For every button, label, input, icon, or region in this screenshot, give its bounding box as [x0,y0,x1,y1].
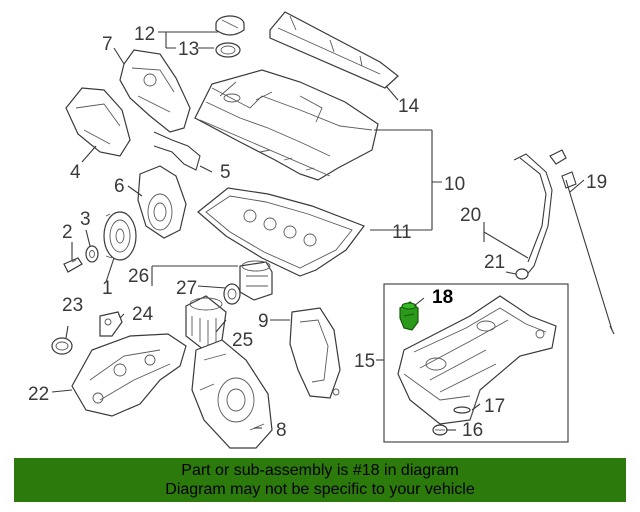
callout-20: 20 [460,205,481,226]
callout-23: 23 [62,295,83,316]
callout-11: 11 [392,222,412,243]
callout-10: 10 [444,174,465,195]
callout-18: 18 [432,287,453,308]
part-15-box [383,283,569,443]
callout-15: 15 [354,351,375,372]
callout-16: 16 [462,420,483,441]
callout-5: 5 [220,162,231,183]
callouts: 12 13 7 14 4 5 6 10 2 3 11 1 26 27 23 24… [28,24,607,441]
callout-24: 24 [132,304,154,325]
part-9-cover-plate [289,307,341,399]
callout-1: 1 [102,278,113,299]
part-24-bracket [99,311,123,337]
callout-3: 3 [80,209,91,230]
callout-12: 12 [134,24,155,45]
callout-8: 8 [276,420,287,441]
part-13-cap-seal [215,42,241,58]
part-15-oil-pan [397,295,557,425]
part-3-washer [85,245,99,263]
part-20-dipstick-tube [513,149,567,279]
callout-19: 19 [586,172,607,193]
part-19-dipstick [561,171,615,335]
part-6-rear-cover [137,165,187,239]
part-1-crank-pulley [103,211,137,261]
part-21-tube-seal [515,268,529,280]
part-16-drain-plug [432,424,448,436]
parts-diagram: 12 13 7 14 4 5 6 10 2 3 11 1 26 27 23 24… [28,11,615,449]
callout-17: 17 [484,396,505,417]
callout-26: 26 [128,266,149,287]
callout-21: 21 [484,252,505,273]
part-23-gasket-ring [51,337,73,355]
banner-line-2: Diagram may not be specific to your vehi… [165,481,475,498]
part-11-cover-gasket [197,187,365,277]
leader-lines [51,31,585,431]
callout-2: 2 [62,222,73,243]
part-22-oil-cooler [71,333,187,417]
part-25-filter-element [185,295,227,351]
part-4-timing-cover-lower [65,87,131,157]
part-18-oil-level-sensor [399,301,419,331]
callout-25: 25 [232,330,253,351]
callout-22: 22 [28,384,49,405]
callout-9: 9 [258,311,269,332]
valve-cover [194,69,379,181]
part-5-gasket [153,131,201,171]
banner-line-1: Part or sub-assembly is #18 in diagram [181,462,459,479]
part-12-filler-cap [215,15,245,36]
callout-14: 14 [398,96,420,117]
part-26-filter-housing [239,260,273,301]
part-17-drain-washer [453,406,471,414]
part-27-o-ring [223,283,241,305]
callout-27: 27 [176,278,197,299]
callout-4: 4 [70,162,81,183]
part-7-timing-cover-upper [119,49,191,133]
callout-13: 13 [178,39,199,60]
part-14-cover-shield [269,11,399,89]
info-banner: Part or sub-assembly is #18 in diagram D… [14,458,626,502]
callout-7: 7 [102,34,113,55]
callout-6: 6 [114,176,125,197]
part-8-front-housing [191,339,273,449]
part-2-bolt [63,257,83,273]
